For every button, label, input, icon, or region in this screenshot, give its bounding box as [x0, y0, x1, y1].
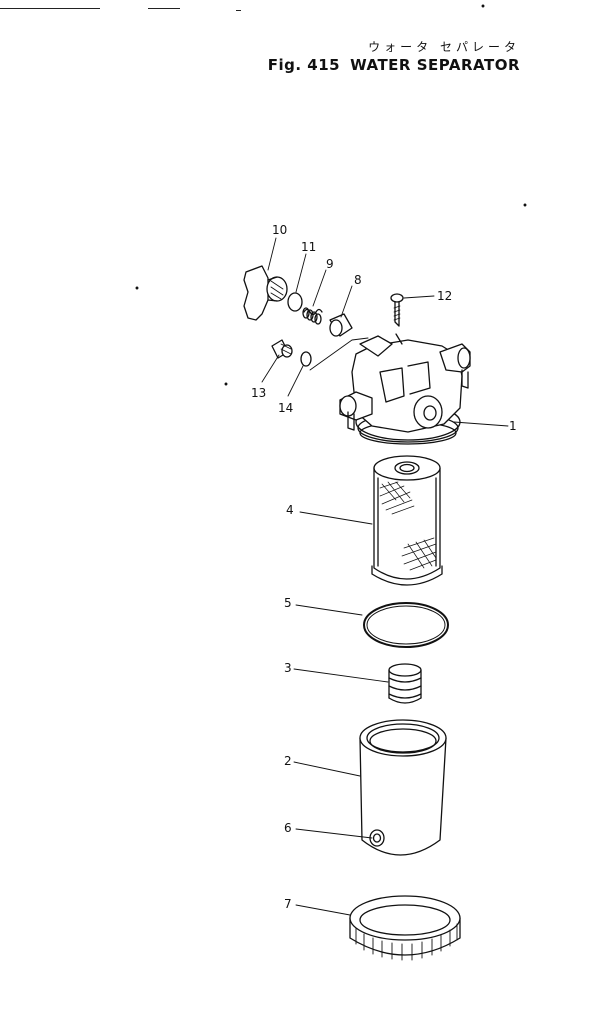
figure-title-japanese: ウォータ セパレータ [368, 40, 520, 54]
figure-number: Fig. 415 [267, 56, 341, 74]
callout-5: 5 [284, 596, 292, 610]
part-3-spring [388, 663, 422, 704]
part-12-screw [390, 293, 404, 327]
callout-8: 8 [354, 273, 362, 287]
part-8-valve [329, 313, 353, 337]
callout-4: 4 [286, 503, 294, 517]
top-rule-left [0, 8, 100, 9]
part-2-bowl [359, 719, 447, 856]
callout-7: 7 [284, 897, 292, 911]
top-rule-tick [236, 10, 241, 11]
callout-1: 1 [509, 419, 517, 433]
callout-6: 6 [284, 821, 292, 835]
part-7-ring-nut [349, 895, 461, 961]
part-5-o-ring [363, 602, 449, 648]
part-9-spring [302, 307, 323, 325]
callout-9: 9 [326, 257, 334, 271]
callout-3: 3 [284, 661, 292, 675]
figure-title: Fig. 415 WATER SEPARATOR [230, 56, 520, 74]
leader-lines [261, 237, 509, 916]
part-10-elbow-fitting [243, 265, 288, 321]
part-4-filter-element [371, 455, 443, 586]
callout-10: 10 [272, 223, 288, 237]
part-1-separator-head [339, 333, 471, 445]
callout-13: 13 [251, 386, 267, 400]
part-14-washer [300, 351, 312, 367]
callout-2: 2 [284, 754, 292, 768]
part-11-o-ring [287, 292, 303, 312]
part-13-plug [271, 339, 293, 359]
callout-11: 11 [301, 240, 317, 254]
callout-14: 14 [278, 401, 294, 415]
callout-12: 12 [437, 289, 453, 303]
figure-title-text: WATER SEPARATOR [350, 56, 520, 74]
top-rule-mid [148, 8, 180, 9]
